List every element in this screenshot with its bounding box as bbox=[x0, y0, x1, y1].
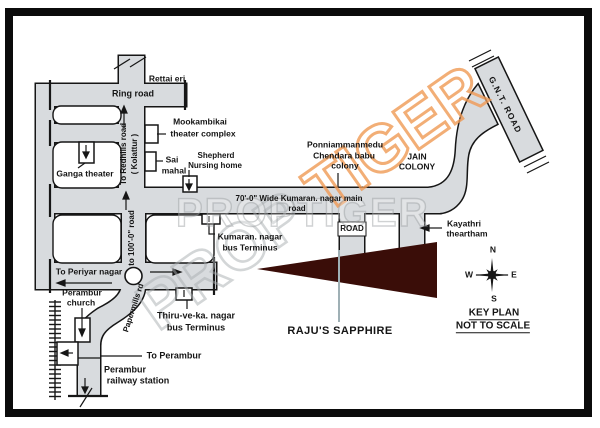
label-railway-1: Perambur bbox=[103, 364, 147, 375]
block bbox=[52, 214, 122, 264]
label-road-box: ROAD bbox=[340, 223, 364, 233]
compass-w-label: W bbox=[464, 269, 474, 280]
label-main-road-1: 70'-0" Wide Kumaran. nagar main bbox=[235, 193, 363, 203]
label-kayathri-2: theartham bbox=[446, 228, 488, 239]
block bbox=[145, 214, 215, 264]
road-label-box bbox=[337, 221, 367, 237]
label-redhills-road-1: To Redhills road bbox=[118, 122, 128, 186]
label-shepherd-1: Shepherd bbox=[197, 150, 235, 160]
label-jain-colony-2: COLONY bbox=[398, 161, 436, 172]
label-kayathri-1: Kayathri bbox=[446, 218, 482, 229]
label-site-name: RAJU'S SAPPHIRE bbox=[287, 325, 393, 338]
label-kumaran-bus-1: Kumaran. nagar bbox=[217, 231, 283, 242]
label-shepherd-2: Nursing home bbox=[188, 160, 242, 170]
label-rettai-eri: Rettai eri bbox=[148, 73, 186, 84]
label-railway-2: railway station bbox=[106, 375, 170, 386]
label-to-perambur: To Perambur bbox=[146, 350, 202, 361]
compass-e-label: E bbox=[511, 269, 517, 280]
site-marker-triangle bbox=[257, 242, 437, 298]
label-to-100-road: to 100'-0" road bbox=[126, 210, 136, 266]
leader-lines bbox=[48, 49, 550, 408]
compass-n-label: N bbox=[489, 244, 497, 255]
label-thiru-bus-1: Thiru-ve-ka. nagar bbox=[156, 310, 236, 321]
label-ganga-theater: Ganga theater bbox=[56, 168, 114, 179]
label-jain-colony-1: JAIN bbox=[407, 151, 427, 162]
label-sai-mahal-1: Sai bbox=[165, 154, 179, 165]
label-mookambikai-2: theater complex bbox=[170, 128, 236, 139]
label-ponni-3: colony bbox=[331, 160, 359, 171]
label-to-periyar: To Periyar nagar bbox=[55, 266, 123, 277]
watermark-horizontal: PROPTIGER bbox=[176, 191, 430, 235]
label-sai-mahal-2: mahal bbox=[161, 165, 187, 176]
label-ponni-2: Chendara babu bbox=[313, 150, 375, 161]
label-kumaran-bus-2: bus Terminus bbox=[222, 242, 278, 253]
compass-s-label: S bbox=[491, 293, 497, 304]
city-blocks bbox=[52, 105, 215, 264]
label-main-road-2: road bbox=[288, 203, 306, 213]
label-redhills-road-2: ( Kolattur ) bbox=[129, 133, 139, 175]
mookambikai-building bbox=[144, 124, 159, 144]
label-church-1: Perambur bbox=[62, 287, 102, 298]
sai-mahal-building bbox=[144, 151, 157, 172]
label-mookambikai-1: Mookambikai bbox=[173, 116, 227, 127]
label-church-2: church bbox=[66, 297, 96, 308]
label-thiru-bus-2: bus Terminus bbox=[166, 322, 226, 333]
kumaran-bus-building bbox=[201, 213, 221, 225]
label-ring-road: Ring road bbox=[112, 88, 154, 99]
label-key-plan-2: NOT TO SCALE bbox=[455, 320, 531, 333]
roundabout bbox=[124, 266, 143, 286]
block bbox=[52, 105, 122, 125]
label-key-plan-1: KEY PLAN bbox=[468, 307, 520, 320]
compass-rose bbox=[475, 258, 509, 292]
label-ponni-1: Ponniammanmedu bbox=[306, 139, 384, 150]
